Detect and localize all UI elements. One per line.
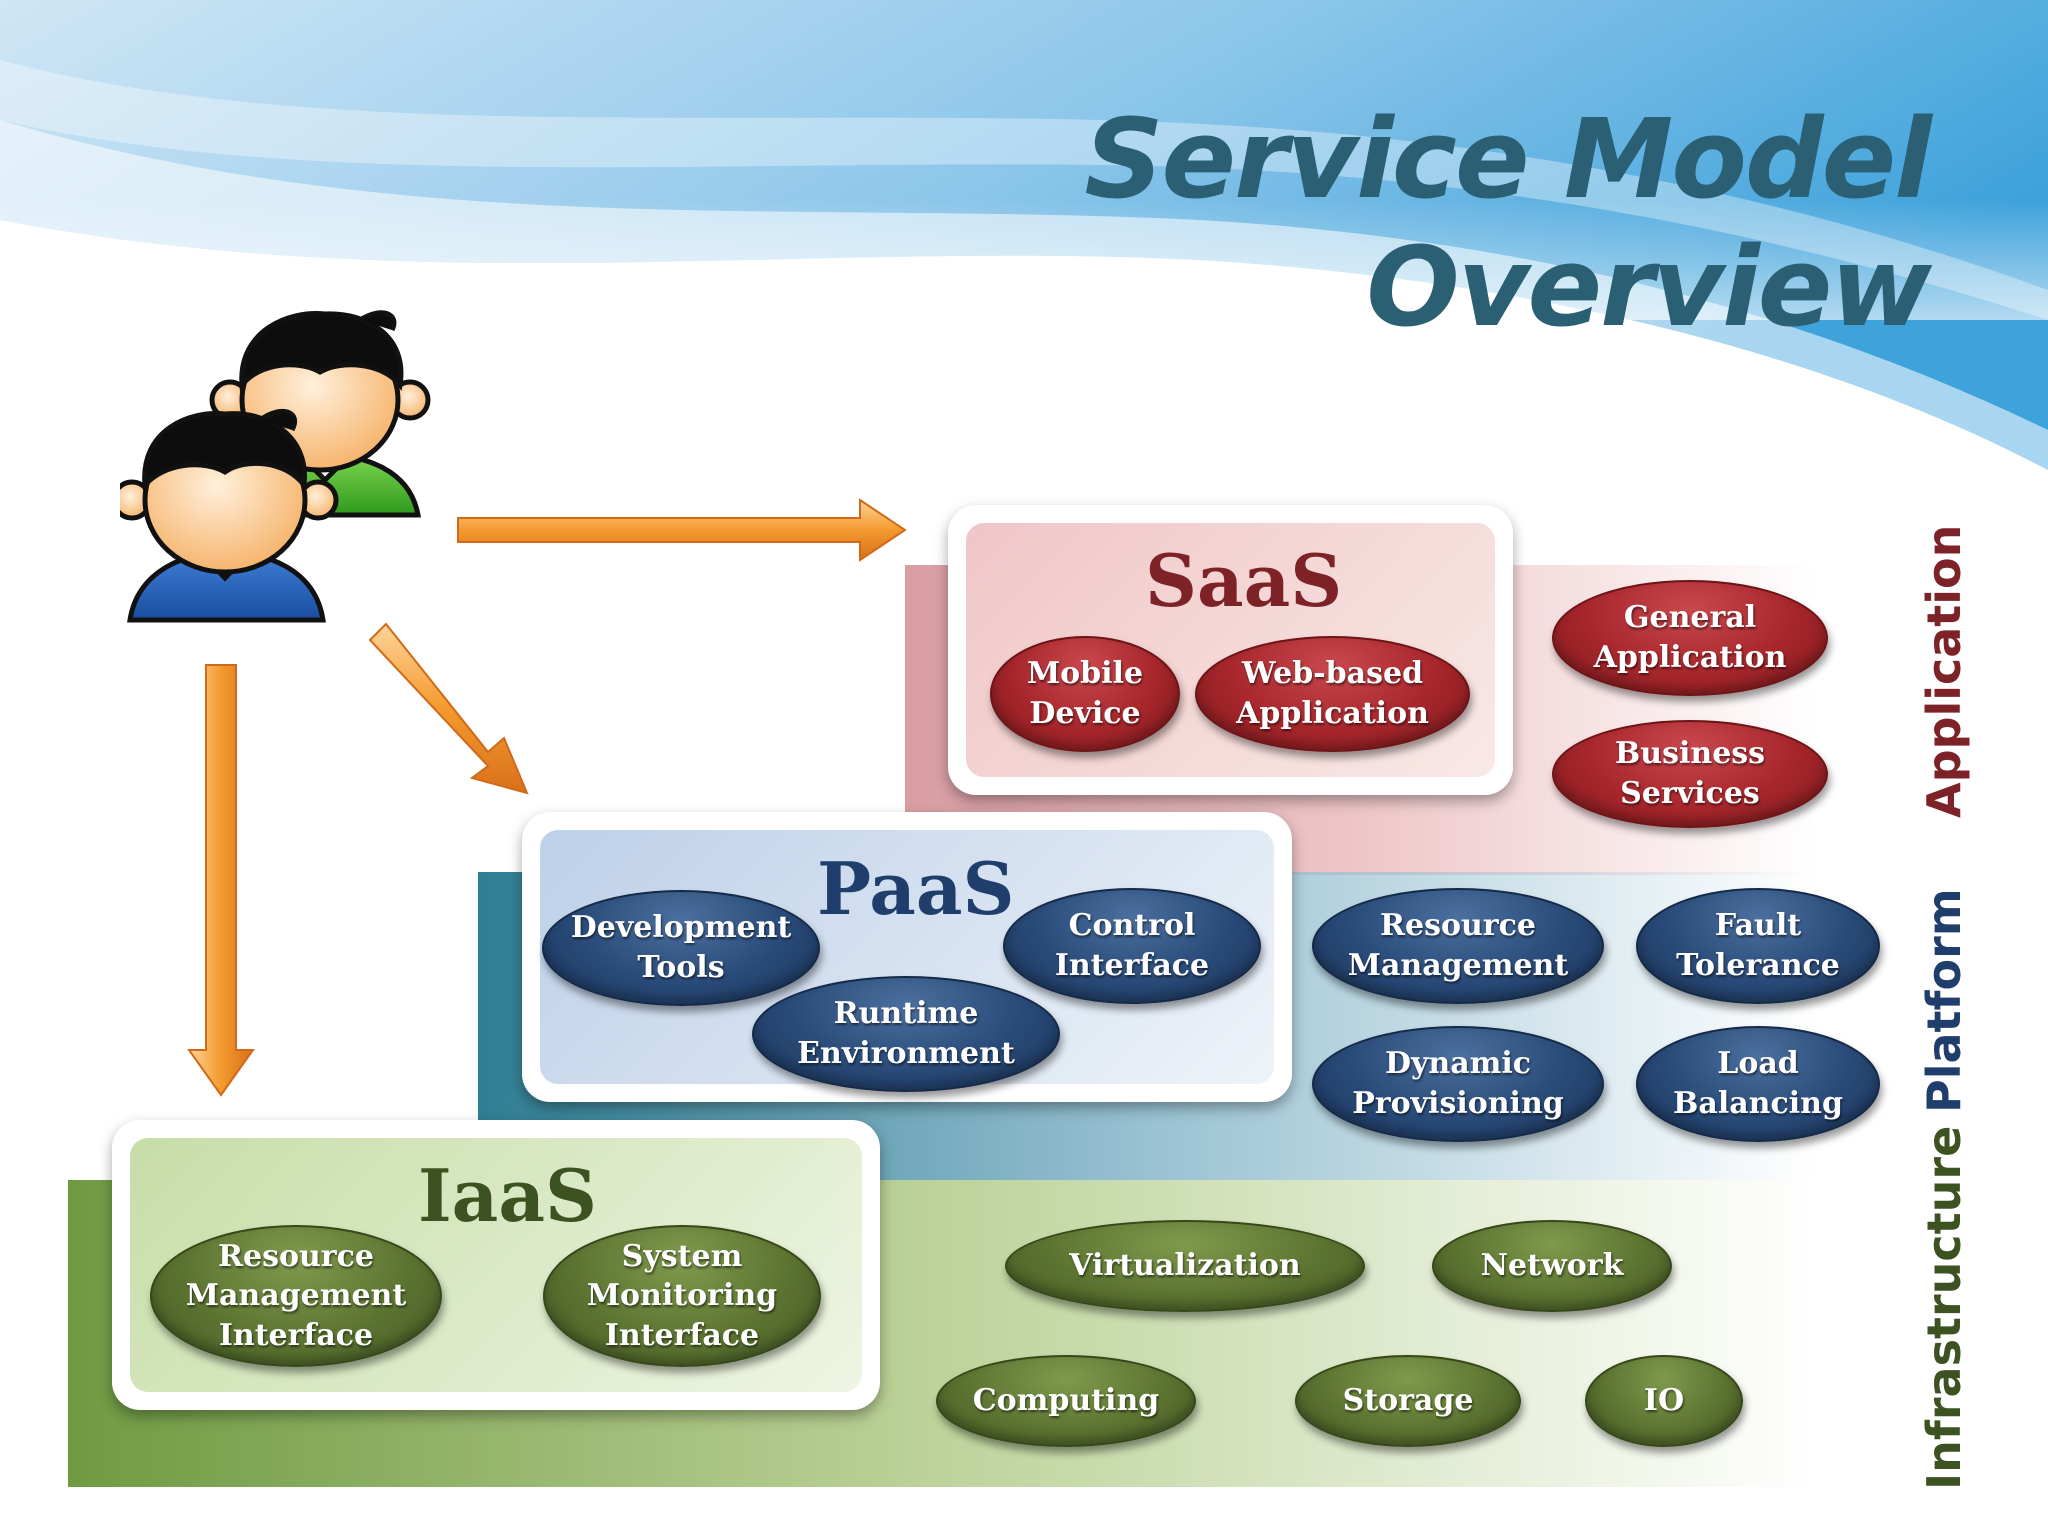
paas-item-load-balancing: Load Balancing bbox=[1636, 1026, 1880, 1142]
arrow-to-saas bbox=[457, 498, 907, 562]
iaas-item-computing: Computing bbox=[936, 1355, 1196, 1447]
iaas-item-virtualization: Virtualization bbox=[1005, 1220, 1365, 1312]
iaas-item-storage: Storage bbox=[1295, 1355, 1521, 1447]
iaas-item-resource-management-interface: Resource Management Interface bbox=[150, 1225, 442, 1367]
saas-item-mobile-device: Mobile Device bbox=[990, 636, 1180, 752]
iaas-item-system-monitoring-interface: System Monitoring Interface bbox=[543, 1225, 821, 1367]
paas-item-resource-management: Resource Management bbox=[1312, 888, 1604, 1004]
paas-item-dynamic-provisioning: Dynamic Provisioning bbox=[1312, 1026, 1604, 1142]
users-icon bbox=[120, 310, 431, 623]
paas-item-development-tools: Development Tools bbox=[542, 890, 820, 1006]
iaas-title: IaaS bbox=[418, 1153, 597, 1238]
slide-title: Service Model Overview bbox=[1084, 95, 1932, 351]
arrow-to-paas bbox=[368, 622, 529, 795]
paas-item-control-interface: Control Interface bbox=[1003, 888, 1261, 1004]
saas-item-general-application: General Application bbox=[1552, 580, 1828, 696]
iaas-item-io: IO bbox=[1585, 1355, 1743, 1447]
paas-title: PaaS bbox=[817, 846, 1015, 931]
iaas-item-network: Network bbox=[1432, 1220, 1672, 1312]
user-front bbox=[120, 408, 339, 623]
paas-item-fault-tolerance: Fault Tolerance bbox=[1636, 888, 1880, 1004]
saas-item-business-services: Business Services bbox=[1552, 720, 1828, 828]
saas-item-web-based-application: Web-based Application bbox=[1195, 636, 1470, 752]
saas-title: SaaS bbox=[1145, 538, 1343, 623]
paas-item-runtime-environment: Runtime Environment bbox=[752, 976, 1060, 1092]
arrow-to-iaas bbox=[187, 664, 255, 1097]
